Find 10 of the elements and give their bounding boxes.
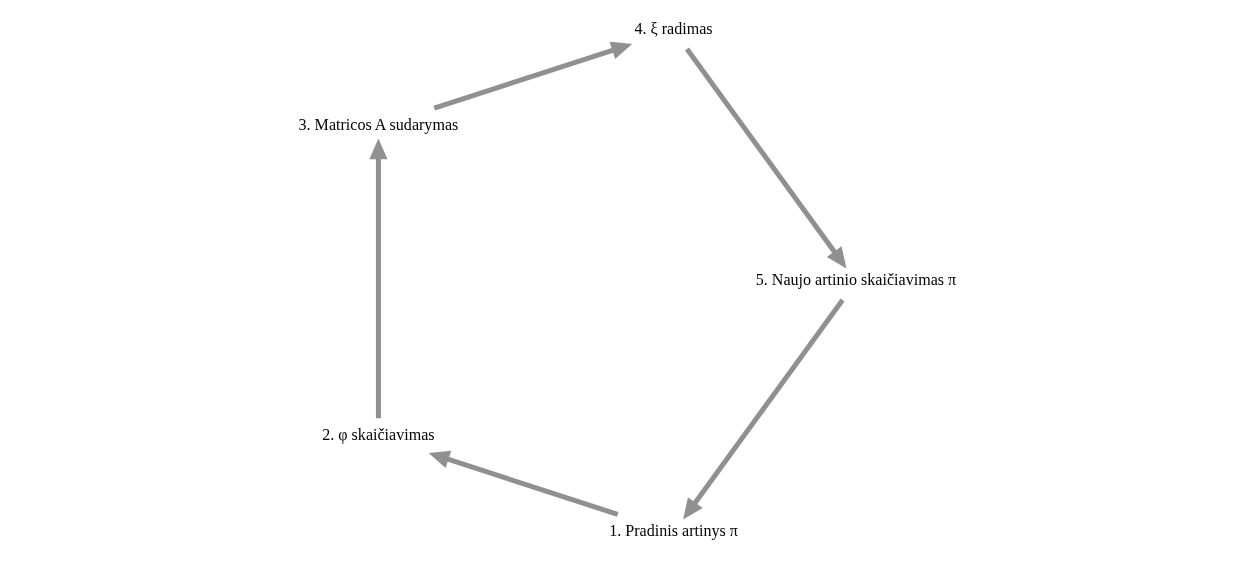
node-text: 5. Naujo artinio skaičiavimas π (755, 271, 956, 289)
arrow (368, 138, 388, 419)
node-text: 3. Matricos A sudarymas (298, 116, 458, 134)
arrow (433, 41, 632, 111)
arrow (684, 47, 846, 269)
node-text: 4. ξ radimas (634, 20, 713, 38)
node-text: 1. Pradinis artinys π (608, 522, 738, 540)
arrow (428, 450, 618, 517)
arrow (682, 298, 845, 520)
node-text: 2. φ skaičiavimas (321, 426, 435, 444)
